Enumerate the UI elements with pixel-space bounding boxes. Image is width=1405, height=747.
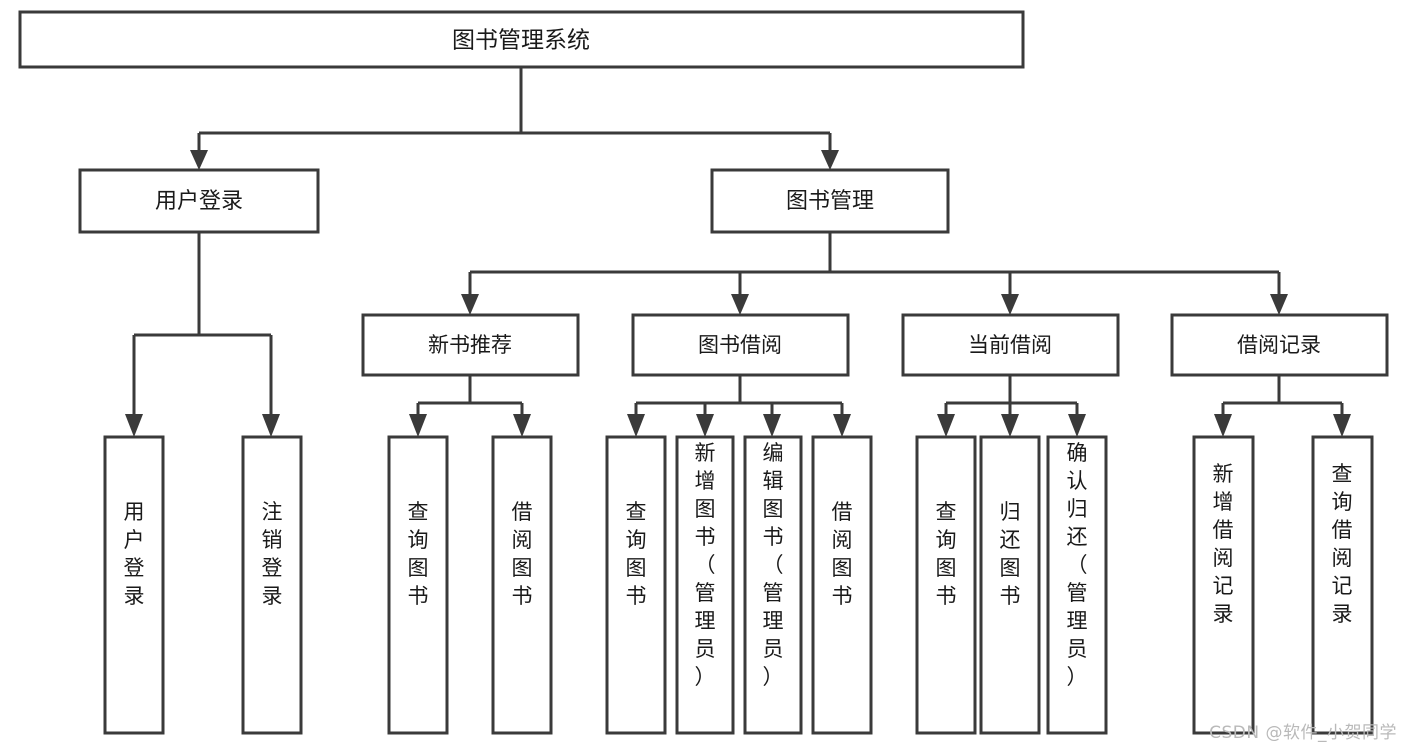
leaf-query-book-3-rect[interactable] [915,435,977,735]
arrow-to-leaf-borrow-book-1 [513,414,531,437]
node-borrow-record-label: 借阅记录 [1237,333,1321,357]
leaf-user-logout-label: 注销登录 [262,500,283,608]
node-borrow-record-rect[interactable] [1170,313,1389,377]
leaf-query-book-1-rect[interactable] [387,435,449,735]
connector-group [125,67,1351,437]
node-book-manage-rect[interactable] [710,168,950,234]
arrow-to-book-borrow [731,294,749,315]
arrow-to-leaf-add-record [1214,414,1232,437]
leaf-query-book-2-rect[interactable] [605,435,667,735]
node-user-login-rect[interactable] [78,168,320,234]
leaf-query-book-3[interactable]: 查询图书 [915,435,977,735]
leaf-return-book-rect[interactable] [979,435,1041,735]
leaf-query-book-3-label: 查询图书 [936,500,957,608]
leaf-borrow-book-2-label: 借阅图书 [832,500,853,608]
arrow-to-user-login [190,150,208,170]
arrow-to-leaf-query-book-2 [627,414,645,437]
node-new-book-rec[interactable]: 新书推荐 [361,313,580,377]
arrow-to-leaf-query-book-3 [937,414,955,437]
leaf-edit-book[interactable]: 编辑图书（管理员） [743,435,803,735]
leaf-query-record-rect[interactable] [1311,435,1374,735]
node-current-borrow[interactable]: 当前借阅 [901,313,1120,377]
leaf-user-logout[interactable]: 注销登录 [241,435,303,735]
leaf-add-record-label: 新增借阅记录 [1213,462,1234,626]
node-book-borrow-label: 图书借阅 [698,333,782,357]
leaf-user-logout-rect[interactable] [241,435,303,735]
node-book-manage-label: 图书管理 [786,189,874,214]
arrow-to-leaf-query-book-1 [409,414,427,437]
node-current-borrow-rect[interactable] [901,313,1120,377]
leaf-query-book-2[interactable]: 查询图书 [605,435,667,735]
node-current-borrow-label: 当前借阅 [968,333,1052,357]
leaf-add-record-rect[interactable] [1192,435,1255,735]
leaf-return-book[interactable]: 归还图书 [979,435,1041,735]
node-borrow-record[interactable]: 借阅记录 [1170,313,1389,377]
arrow-to-leaf-user-logout [262,414,280,437]
node-new-book-rec-label: 新书推荐 [428,333,512,357]
leaf-borrow-book-2-rect[interactable] [811,435,873,735]
arrow-to-leaf-confirm-return [1068,414,1086,437]
arrow-to-leaf-query-record [1333,414,1351,437]
leaf-add-book[interactable]: 新增图书（管理员） [675,435,735,735]
leaf-add-record[interactable]: 新增借阅记录 [1192,435,1255,735]
leaf-confirm-return-label: 确认归还（管理员） [1067,441,1088,689]
leaf-edit-book-rect[interactable] [743,435,803,735]
arrow-to-leaf-edit-book [763,414,781,437]
leaf-borrow-book-2[interactable]: 借阅图书 [811,435,873,735]
node-new-book-rec-rect[interactable] [361,313,580,377]
node-book-borrow[interactable]: 图书借阅 [631,313,850,377]
arrow-to-leaf-borrow-book-2 [833,414,851,437]
node-root[interactable]: 图书管理系统 [18,10,1025,69]
leaf-query-record-label: 查询借阅记录 [1332,462,1353,626]
node-user-login[interactable]: 用户登录 [78,168,320,234]
node-book-borrow-rect[interactable] [631,313,850,377]
arrow-to-leaf-return-book [1001,414,1019,437]
node-book-manage[interactable]: 图书管理 [710,168,950,234]
leaf-return-book-label: 归还图书 [1000,500,1021,608]
leaf-user-login[interactable]: 用户登录 [103,435,165,735]
node-user-login-label: 用户登录 [155,189,243,214]
leaf-query-book-1-label: 查询图书 [408,500,429,608]
leaf-query-book-1[interactable]: 查询图书 [387,435,449,735]
node-root-label: 图书管理系统 [452,28,590,54]
leaf-edit-book-label: 编辑图书（管理员） [763,441,784,689]
arrow-to-leaf-user-login [125,414,143,437]
arrow-to-borrow-record [1270,294,1288,315]
leaf-query-record[interactable]: 查询借阅记录 [1311,435,1374,735]
leaf-confirm-return[interactable]: 确认归还（管理员） [1046,435,1108,735]
leaf-borrow-book-1-label: 借阅图书 [512,500,533,608]
leaf-borrow-book-1-rect[interactable] [491,435,553,735]
leaf-add-book-rect[interactable] [675,435,735,735]
arrow-to-current-borrow [1001,294,1019,315]
arrow-to-leaf-add-book [696,414,714,437]
arrow-to-new-book-rec [461,294,479,315]
leaf-borrow-book-1[interactable]: 借阅图书 [491,435,553,735]
node-root-rect[interactable] [18,10,1025,69]
leaf-confirm-return-rect[interactable] [1046,435,1108,735]
leaf-user-login-rect[interactable] [103,435,165,735]
leaf-user-login-label: 用户登录 [124,500,145,608]
arrow-to-book-manage [821,150,839,170]
leaf-query-book-2-label: 查询图书 [626,500,647,608]
leaf-add-book-label: 新增图书（管理员） [695,441,716,689]
